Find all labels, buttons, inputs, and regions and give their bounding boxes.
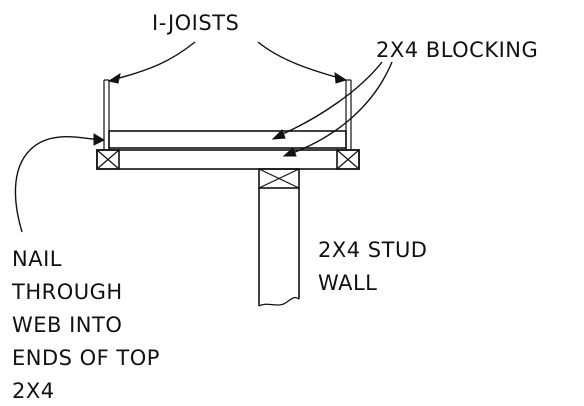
- label-nail-line5: 2X4: [12, 379, 55, 403]
- stud-wall: [258, 168, 300, 307]
- end-block-left: [96, 149, 120, 170]
- top-plate: [96, 149, 360, 170]
- nail-leader: [14, 133, 106, 233]
- end-block-right: [336, 149, 360, 170]
- label-nail-line4: ENDS OF TOP: [12, 346, 160, 370]
- label-i-joists: I-JOISTS: [152, 11, 239, 35]
- label-2x4-blocking: 2X4 BLOCKING: [376, 38, 538, 62]
- i-joists-leaders: [107, 41, 348, 84]
- blocking-upper: [108, 130, 347, 149]
- label-stud-wall-line2: WALL: [318, 271, 377, 295]
- blocking-leaders: [271, 61, 393, 157]
- label-nail-line3: WEB INTO: [12, 313, 122, 337]
- label-nail-line1: NAIL: [12, 247, 62, 271]
- label-stud-wall-line1: 2X4 STUD: [318, 238, 427, 262]
- label-nail-line2: THROUGH: [11, 280, 123, 304]
